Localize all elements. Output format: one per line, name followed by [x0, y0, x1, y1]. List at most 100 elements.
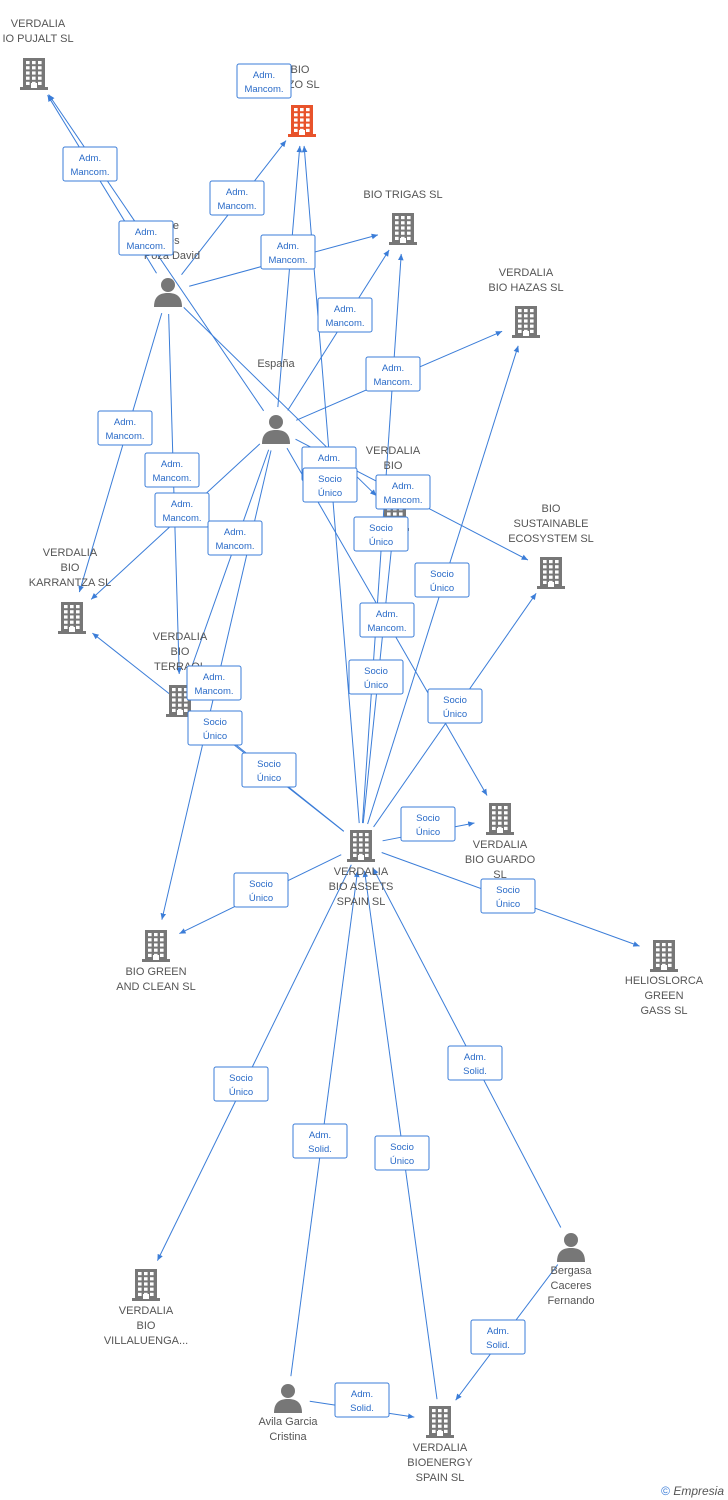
edge-label-line: Solid.	[463, 1066, 487, 1077]
edge-label-line: Mancom.	[268, 255, 307, 266]
edge-labels-layer: Adm.Mancom.Adm.Mancom.Adm.Mancom.Adm.Man…	[62, 63, 536, 1418]
node-label-line: BIO ASSETS	[329, 881, 394, 893]
edge-label-box[interactable]: Adm.Mancom.	[375, 474, 431, 510]
node-label-line: BIO TRIGAS SL	[363, 189, 442, 201]
edge-label-line: Mancom.	[325, 318, 364, 329]
edge-label-box[interactable]: Adm.Mancom.	[97, 410, 153, 446]
edge-bioenergy-to-assets	[362, 870, 438, 1400]
node-label-line: SUSTAINABLE	[514, 518, 589, 530]
edge-label-box[interactable]: Adm.Mancom.	[260, 234, 316, 270]
edge-david-to-karrantza	[78, 312, 163, 593]
edge-espana-to-bioazo	[277, 145, 303, 408]
edge-label-line: Adm.	[114, 417, 136, 428]
edge-label-line: Único	[318, 488, 342, 499]
edge-label-box[interactable]: Adm.Solid.	[470, 1319, 526, 1355]
edge-label-box[interactable]: Adm.Mancom.	[186, 665, 242, 701]
node-trigas[interactable]: BIO TRIGAS SL	[363, 189, 443, 245]
edge-label-line: Mancom.	[217, 201, 256, 212]
edge-label-line: Adm.	[224, 527, 246, 538]
edge-label-box[interactable]: Adm.Mancom.	[207, 520, 263, 556]
edge-label-line: Socio	[430, 569, 454, 580]
edge-label-line: Mancom.	[126, 241, 165, 252]
edge-label-box[interactable]: Adm.Mancom.	[236, 63, 292, 99]
edge-label-line: Adm.	[79, 153, 101, 164]
edge-label-box[interactable]: Adm.Mancom.	[144, 452, 200, 488]
edge-label-box[interactable]: Adm. Solid.	[334, 1382, 390, 1418]
edge-label-line: Adm.	[464, 1052, 486, 1063]
node-label-line: KARRANTZA SL	[29, 577, 112, 589]
node-sustainable[interactable]: BIO SUSTAINABLE ECOSYSTEM SL	[508, 503, 594, 589]
edge-espana-to-terraol	[188, 449, 270, 676]
edge-label-line: Socio	[369, 523, 393, 534]
edge-label-box[interactable]: Adm.Mancom.	[118, 220, 174, 256]
node-label-line: Bergasa	[551, 1265, 593, 1277]
node-label-line: VERDALIA	[334, 866, 389, 878]
node-label-line: ECOSYSTEM SL	[508, 533, 594, 545]
node-label-line: VERDALIA	[499, 267, 554, 279]
person-icon	[154, 278, 182, 307]
node-label-line: BIO	[171, 646, 190, 658]
edge-label-line: Único	[443, 709, 467, 720]
building-icon	[512, 306, 540, 338]
edge-label-line: Solid.	[308, 1144, 332, 1155]
edge-label-line: Solid.	[350, 1403, 374, 1414]
building-icon	[132, 1269, 160, 1301]
edge-label-line: Único	[496, 899, 520, 910]
person-icon	[262, 415, 290, 444]
edge-label-box[interactable]: Adm.Solid.	[292, 1123, 348, 1159]
edge-label-line: Único	[257, 773, 281, 784]
edge-label-line: Socio	[364, 666, 388, 677]
edge-label-line: Único	[364, 680, 388, 691]
node-label-line: VERDALIA	[43, 547, 98, 559]
edge-label-line: Socio	[496, 885, 520, 896]
edge-label-box[interactable]: Adm.Mancom.	[365, 356, 421, 392]
node-label-line: GREEN	[644, 990, 683, 1002]
node-villa[interactable]: VERDALIABIOVILLALUENGA...	[104, 1269, 188, 1347]
edge-label-line: Mancom.	[383, 495, 422, 506]
edge-label-line: Único	[249, 893, 273, 904]
edge-label-box[interactable]: Adm.Mancom.	[154, 492, 210, 528]
edge-label-box[interactable]: Adm.Mancom.	[317, 297, 373, 333]
node-pujalt[interactable]: VERDALIA IO PUJALT SL	[2, 18, 74, 90]
edge-label-box[interactable]: Adm. Solid.	[447, 1045, 503, 1081]
edge-label-line: Socio	[229, 1073, 253, 1084]
node-label-line: HELIOSLORCA	[625, 975, 704, 987]
edge-label-line: Mancom.	[162, 513, 201, 524]
node-label-line: BIO	[542, 503, 561, 515]
node-label-line: BIO	[384, 460, 403, 472]
edge-label-box[interactable]: Adm.Mancom.	[209, 180, 265, 216]
edge-label-box[interactable]: Adm.Mancom.	[359, 602, 415, 638]
edge-label-line: Único	[203, 731, 227, 742]
node-espana[interactable]: España	[257, 358, 296, 444]
edge-label-box[interactable]: Adm.Mancom.	[62, 146, 118, 182]
edge-avila-to-assets	[290, 870, 360, 1377]
edge-label-line: Adm.	[351, 1389, 373, 1400]
edge-label-line: Mancom.	[152, 473, 191, 484]
watermark-brand: Empresia	[673, 1484, 724, 1498]
node-label-line: IO PUJALT SL	[2, 33, 73, 45]
node-label-line: VERDALIA	[11, 18, 66, 30]
building-icon	[537, 557, 565, 589]
